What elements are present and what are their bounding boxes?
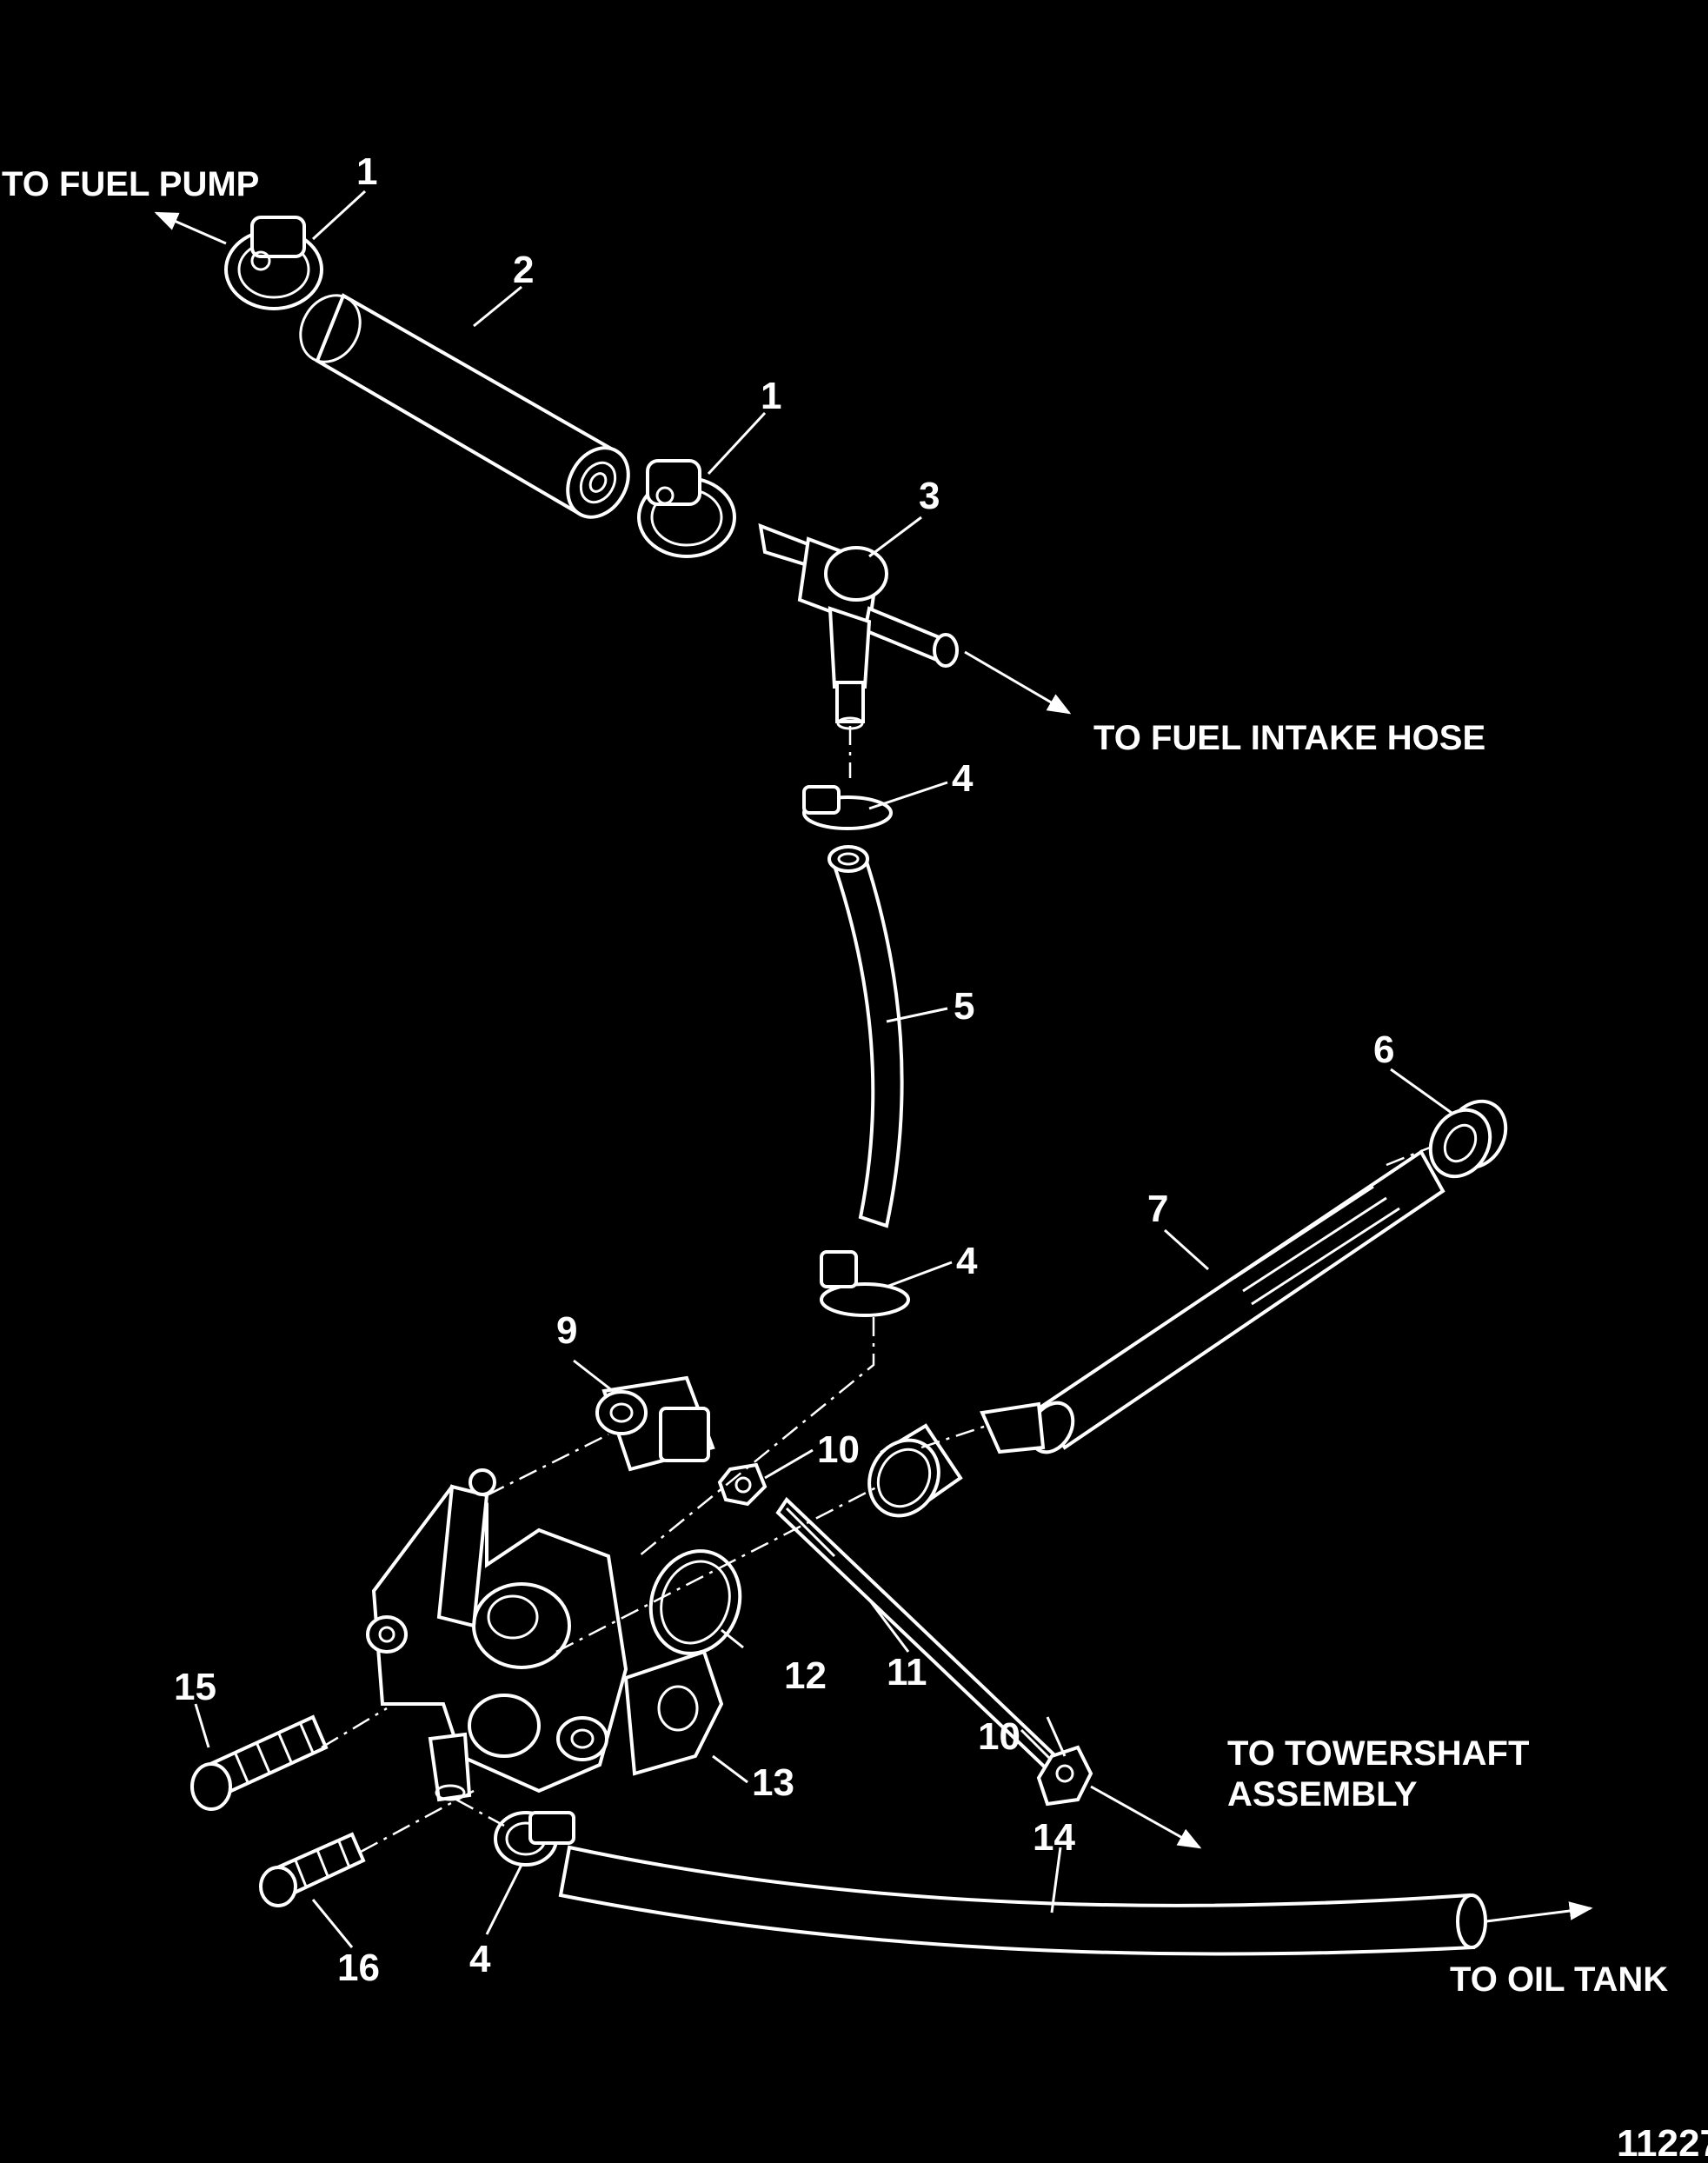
callout-14: 14 [1033,1816,1075,1859]
hose-clamp-1-lower [637,459,736,558]
callout-15: 15 [174,1666,216,1708]
assembly-centerlines [321,726,1431,1854]
callout-7: 7 [1147,1188,1168,1230]
coupler-bushing [867,1423,963,1518]
hose-clamp-4-lower [494,1811,575,1867]
tie-rod-11 [775,1496,1067,1781]
callout-1-lower: 1 [761,375,781,417]
callout-4-upper: 4 [952,757,974,800]
label-to-fuel-pump: TO FUEL PUMP [2,165,259,203]
label-to-fuel-intake-hose: TO FUEL INTAKE HOSE [1093,719,1485,757]
leader-lines [194,190,1452,1948]
drive-shaft-7 [980,1149,1445,1454]
oil-pump-body-13 [366,1468,724,1802]
callout-12: 12 [784,1654,827,1697]
label-assembly: ASSEMBLY [1227,1775,1418,1814]
hose-2 [299,293,630,519]
bushing-6 [1428,1099,1508,1179]
screw-16 [259,1832,366,1907]
callout-4-middle: 4 [956,1240,978,1282]
tee-fitting-3 [758,522,959,730]
callout-13: 13 [752,1761,794,1804]
hose-clamp-1-upper [224,216,323,310]
callout-10-lower: 10 [978,1715,1020,1758]
callout-10-upper: 10 [817,1428,860,1471]
callout-11: 11 [887,1651,927,1694]
callout-1-upper: 1 [356,150,377,193]
link-9 [595,1375,715,1472]
callout-5: 5 [954,985,974,1028]
label-to-oil-tank: TO OIL TANK [1450,1960,1668,1999]
callout-16: 16 [337,1947,380,1989]
screw-15 [190,1714,329,1811]
callout-9: 9 [556,1309,577,1352]
nut-10-upper [717,1462,768,1507]
callout-4-lower: 4 [469,1938,491,1980]
callout-3: 3 [919,475,940,517]
label-to-towershaft: TO TOWERSHAFT [1227,1734,1529,1773]
nut-10-lower [1036,1745,1093,1807]
o-ring-12 [648,1549,742,1655]
callout-6: 6 [1373,1028,1394,1071]
hose-14 [558,1845,1487,1956]
hose-5 [827,845,904,1228]
figure-number: 11227 [1617,2122,1708,2163]
flow-arrows [154,211,1593,1923]
hose-clamp-4-middle [820,1250,910,1317]
hose-clamp-4-upper [802,785,893,830]
callout-2: 2 [513,249,534,291]
